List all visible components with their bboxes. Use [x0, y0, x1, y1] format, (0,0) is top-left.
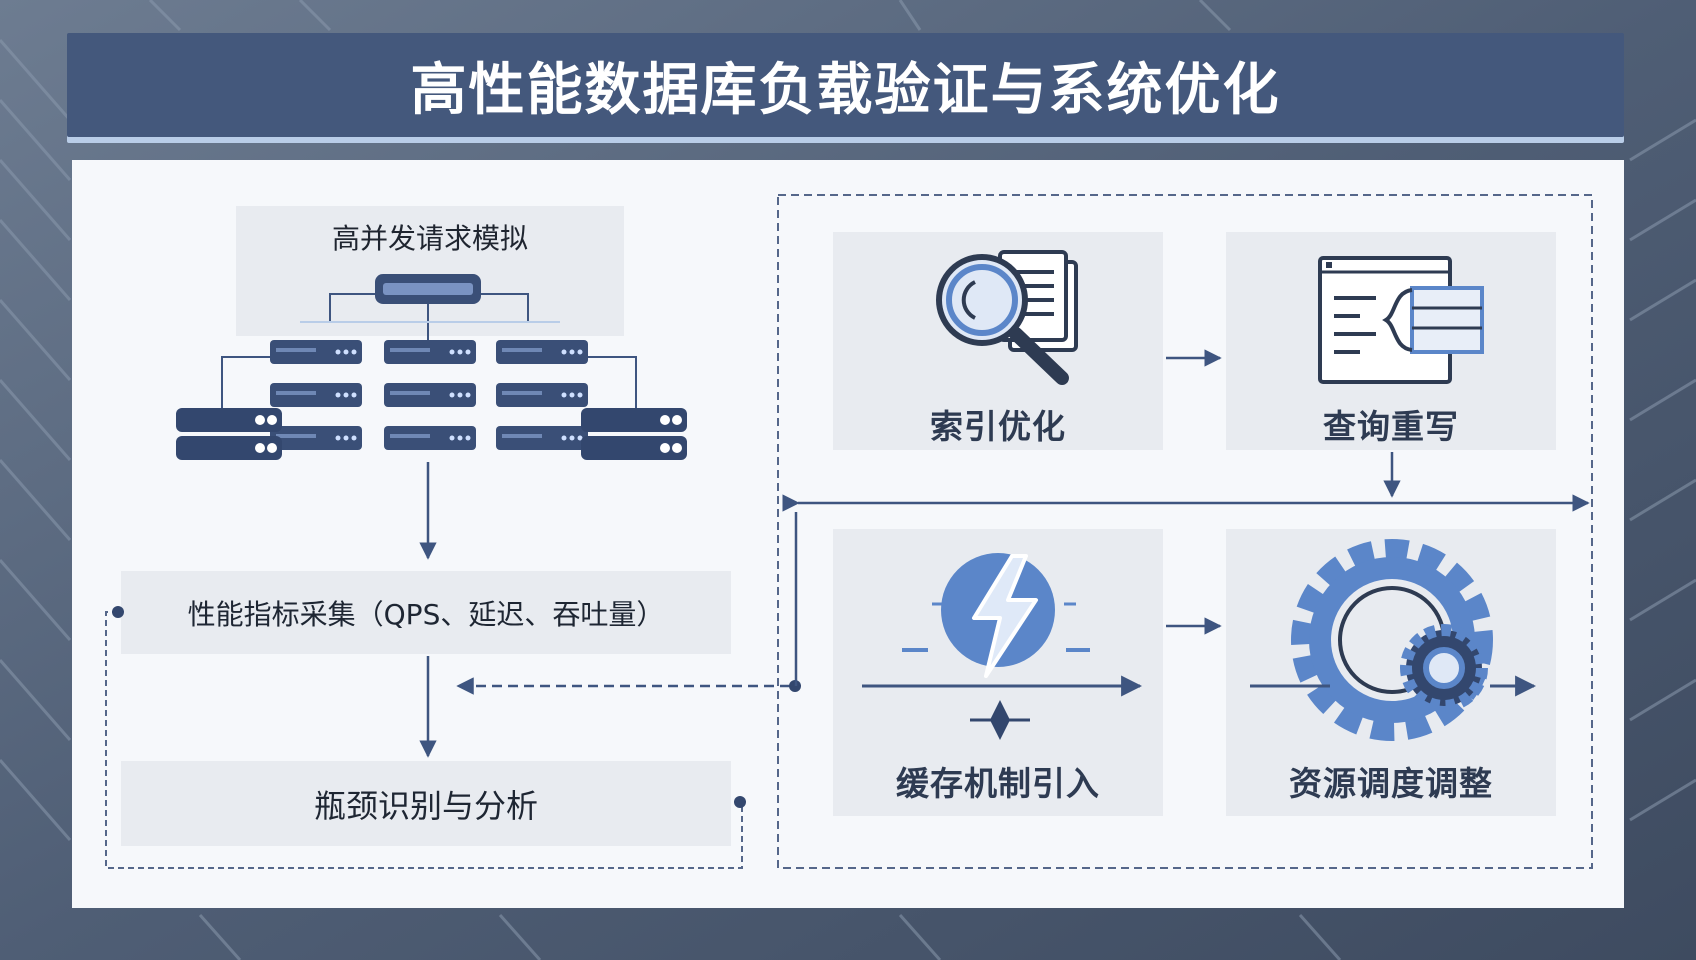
gears-icon	[1250, 539, 1537, 741]
card-query-rewrite-label: 查询重写	[1323, 407, 1459, 446]
card-resource-scheduling-label: 资源调度调整	[1289, 764, 1493, 803]
title-bar: 高性能数据库负载验证与系统优化	[67, 33, 1624, 137]
simulation-label: 高并发请求模拟	[331, 222, 528, 255]
code-window-icon	[1318, 256, 1484, 384]
metrics-box: 性能指标采集（QPS、延迟、吞吐量）	[121, 571, 731, 654]
simulation-box	[236, 206, 624, 336]
server-cluster-icon	[176, 274, 687, 460]
connector-dot	[734, 796, 746, 808]
connector-dot	[112, 606, 124, 618]
lightning-bolt-icon	[862, 553, 1143, 740]
metrics-label: 性能指标采集（QPS、延迟、吞吐量）	[187, 597, 665, 631]
bottleneck-label: 瓶颈识别与分析	[313, 786, 538, 825]
card-cache-label: 缓存机制引入	[896, 764, 1100, 803]
magnifier-document-icon	[936, 250, 1078, 385]
left-feedback-dashed-line	[105, 611, 743, 869]
bottleneck-box: 瓶颈识别与分析	[121, 761, 731, 846]
optimization-dashed-frame	[777, 194, 1593, 869]
card-index-optimization-label: 索引优化	[930, 407, 1066, 446]
page-title: 高性能数据库负载验证与系统优化	[410, 57, 1281, 123]
